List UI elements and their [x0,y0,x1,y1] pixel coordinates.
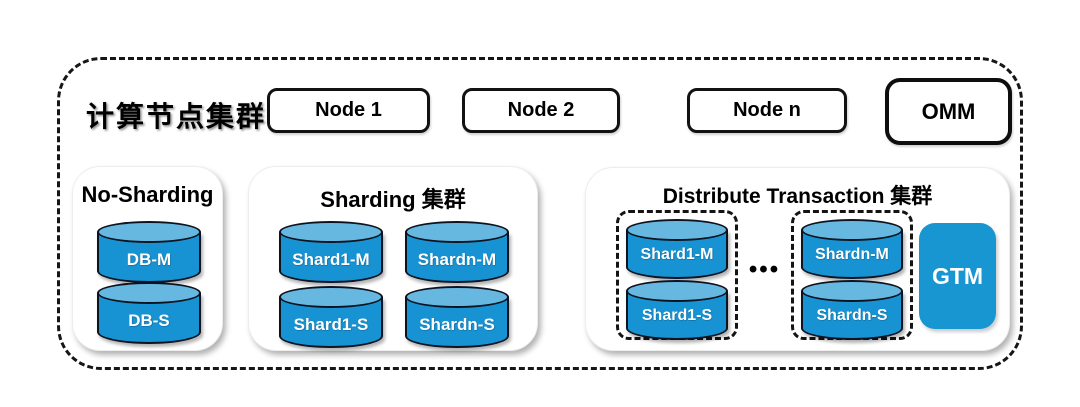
panel-no-sharding: No-Sharding DB-M DB-S [72,166,223,351]
cylinder-dt-shardn-m: Shardn-M [801,219,903,279]
cylinder-top [97,282,201,304]
cylinder-top [405,221,509,243]
cylinder-shard1-s: Shard1-S [279,286,383,348]
cylinder-top [801,280,903,302]
cylinder-db-s: DB-S [97,282,201,344]
cylinder-shard1-m: Shard1-M [279,221,383,283]
panel-sharding-cluster: Sharding 集群 Shard1-M Shardn-M Shard1-S S… [248,166,538,351]
cylinder-label: Shardn-S [816,307,888,324]
compute-cluster-title: 计算节点集群 [86,101,267,132]
cylinder-dt-shard1-s: Shard1-S [626,280,728,340]
cylinder-label: Shard1-S [293,315,369,334]
shard-group-n: Shardn-M Shardn-S [791,210,913,340]
cylinder-label: Shard1-M [640,246,714,263]
cylinder-top [626,280,728,302]
node-n-box: Node n [687,88,847,133]
compute-cluster-boundary [57,57,1023,370]
cylinder-body [279,232,383,283]
gtm-box: GTM [919,223,996,329]
cylinder-label: DB-M [126,250,172,269]
cylinder-top [279,221,383,243]
shard-group-1: Shard1-M Shard1-S [616,210,738,340]
panel-sharding-title: Sharding 集群 [320,187,466,212]
cylinder-body [279,297,383,348]
cylinder-label: Shardn-M [815,246,889,263]
cylinder-db-m: DB-M [97,221,201,283]
cylinder-label: Shardn-S [419,315,495,334]
panel-distribute-title: Distribute Transaction 集群 [662,185,933,208]
cylinder-top [626,219,728,241]
cylinder-shardn-s: Shardn-S [405,286,509,348]
cylinder-top [801,219,903,241]
panel-no-sharding-title: No-Sharding [81,182,214,207]
cylinder-top [97,221,201,243]
cylinder-body [405,297,509,348]
ellipsis-dots: ••• [748,256,781,283]
node-1-box: Node 1 [267,88,430,133]
cylinder-top [279,286,383,308]
node-2-box: Node 2 [462,88,620,133]
cylinder-label: Shard1-S [641,307,713,324]
cylinder-label: Shardn-M [417,250,497,269]
cylinder-top [405,286,509,308]
cylinder-label: Shard1-M [292,250,370,269]
cylinder-label: DB-S [128,311,170,330]
omm-box: OMM [885,78,1012,145]
panel-distribute-transaction: Distribute Transaction 集群 Shard1-M Shard… [585,167,1010,351]
cylinder-dt-shardn-s: Shardn-S [801,280,903,340]
cylinder-shardn-m: Shardn-M [405,221,509,283]
cylinder-dt-shard1-m: Shard1-M [626,219,728,279]
